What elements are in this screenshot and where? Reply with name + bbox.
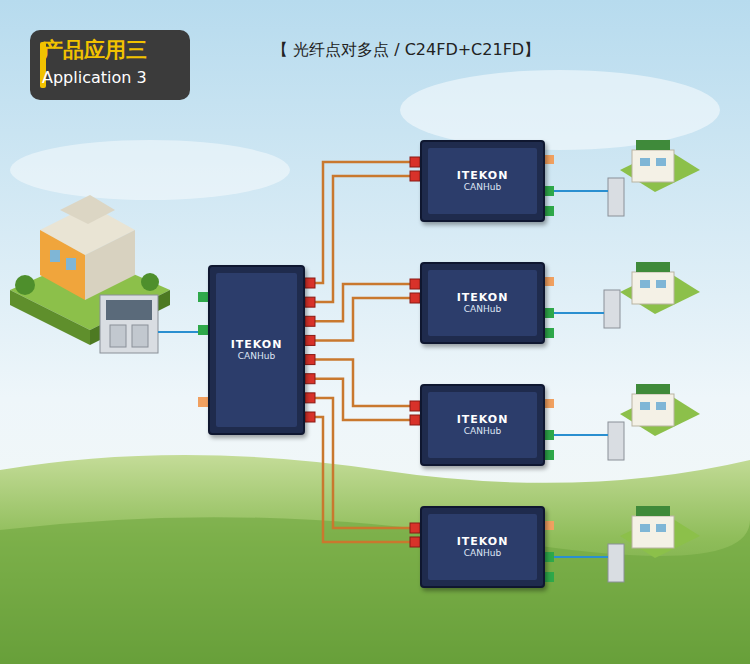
model-text: CANHub bbox=[464, 182, 501, 193]
model-text: CANHub bbox=[464, 426, 501, 437]
converter-device: ITEKONCANHub bbox=[420, 262, 545, 344]
converter-device: ITEKONCANHub bbox=[420, 384, 545, 466]
can-bus-line bbox=[553, 191, 608, 557]
converter-device: ITEKONCANHub bbox=[420, 140, 545, 222]
model-text: CANHub bbox=[464, 548, 501, 559]
fiber-connector bbox=[410, 279, 420, 289]
page-title: 【 光纤点对多点 / C24FD+C21FD】 bbox=[272, 40, 540, 61]
brand-text: ITEKON bbox=[231, 338, 283, 352]
fiber-connector bbox=[305, 278, 315, 288]
model-text: CANHub bbox=[238, 351, 275, 362]
fiber-connector bbox=[410, 157, 420, 167]
fiber-cable bbox=[305, 417, 420, 542]
fiber-connector bbox=[305, 412, 315, 422]
fiber-connector bbox=[305, 316, 315, 326]
fiber-connector bbox=[410, 293, 420, 303]
converter-device: ITEKONCANHub bbox=[420, 506, 545, 588]
fiber-connector bbox=[305, 355, 315, 365]
fiber-connector bbox=[305, 335, 315, 345]
fiber-connector bbox=[410, 415, 420, 425]
brand-text: ITEKON bbox=[457, 413, 509, 427]
fiber-cable bbox=[305, 284, 420, 321]
remote-buildings bbox=[604, 140, 700, 582]
terminal-block bbox=[545, 155, 554, 582]
hub-device: ITEKONCANHub bbox=[208, 265, 305, 435]
brand-text: ITEKON bbox=[457, 291, 509, 305]
brand-text: ITEKON bbox=[457, 169, 509, 183]
fiber-cable bbox=[305, 162, 420, 283]
control-building bbox=[10, 195, 170, 353]
fiber-cable bbox=[305, 379, 420, 420]
fiber-connector bbox=[305, 297, 315, 307]
fiber-cable bbox=[305, 298, 420, 340]
badge-title: 产品应用三 bbox=[42, 36, 147, 64]
fiber-connector bbox=[410, 171, 420, 181]
fiber-connector bbox=[410, 537, 420, 547]
fiber-connector bbox=[305, 393, 315, 403]
fiber-connector bbox=[410, 401, 420, 411]
badge-subtitle: Application 3 bbox=[42, 68, 147, 87]
brand-text: ITEKON bbox=[457, 535, 509, 549]
fiber-connector bbox=[410, 523, 420, 533]
model-text: CANHub bbox=[464, 304, 501, 315]
fiber-connector bbox=[305, 374, 315, 384]
